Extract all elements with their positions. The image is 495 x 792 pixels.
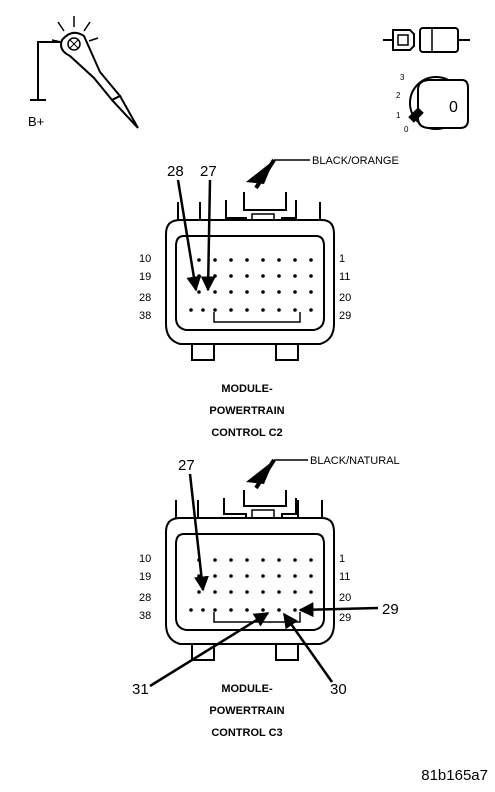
c3-callout-27: 27 xyxy=(178,457,195,474)
c2-row-label-1: 1 xyxy=(339,253,345,265)
c3-row-label-20: 20 xyxy=(339,592,351,604)
test-light-probe-icon xyxy=(30,16,139,129)
c3-row-label-29: 29 xyxy=(339,612,351,624)
c3-title-line-1: MODULE- xyxy=(221,683,273,695)
c2-title-line-3: CONTROL C2 xyxy=(211,427,282,439)
c3-row-label-28: 28 xyxy=(139,592,151,604)
c2-row-label-11: 11 xyxy=(339,271,350,283)
c3-arrow-31 xyxy=(149,611,270,688)
c3-callout-30: 30 xyxy=(330,681,347,698)
connector-c2 xyxy=(165,192,335,361)
c3-callout-31: 31 xyxy=(132,681,149,698)
ignition-key-icon xyxy=(408,76,469,130)
c3-title-line-2: POWERTRAIN xyxy=(209,705,284,717)
c2-title-line-1: MODULE- xyxy=(221,383,273,395)
c3-wire-color-label: BLACK/NATURAL xyxy=(310,455,400,467)
connector-c3 xyxy=(165,490,335,661)
c3-title-line-3: CONTROL C3 xyxy=(211,727,282,739)
c3-callout-29: 29 xyxy=(382,601,399,618)
c2-row-label-29: 29 xyxy=(339,310,351,322)
figure-id-label: 81b165a7 xyxy=(421,767,488,784)
c3-row-label-1: 1 xyxy=(339,553,345,565)
c2-row-label-38: 38 xyxy=(139,310,151,322)
c2-row-label-28: 28 xyxy=(139,292,151,304)
ignition-position-0: 0 xyxy=(404,125,409,134)
c2-wire-color-label: BLACK/ORANGE xyxy=(312,155,399,167)
ignition-position-1: 1 xyxy=(396,111,401,120)
c2-callout-28: 28 xyxy=(167,163,184,180)
battery-positive-label: B+ xyxy=(28,114,44,129)
c2-callout-27: 27 xyxy=(200,163,217,180)
c2-arrow-28 xyxy=(176,179,202,292)
c2-row-label-20: 20 xyxy=(339,292,351,304)
c3-row-label-10: 10 xyxy=(139,553,151,565)
ignition-position-3: 3 xyxy=(400,73,405,82)
c3-arrow-27 xyxy=(188,473,209,592)
ignition-key-position-label: 0 xyxy=(449,99,458,116)
c3-arrow-29 xyxy=(298,602,379,618)
c3-arrow-30 xyxy=(282,612,334,683)
c2-title-line-2: POWERTRAIN xyxy=(209,405,284,417)
c2-row-label-10: 10 xyxy=(139,253,151,265)
ignition-position-2: 2 xyxy=(396,91,401,100)
disconnected-connector-icon xyxy=(383,27,470,53)
c2-arrow-27 xyxy=(200,179,216,292)
c3-row-label-19: 19 xyxy=(139,571,151,583)
c2-row-label-19: 19 xyxy=(139,271,151,283)
c3-row-label-11: 11 xyxy=(339,571,350,583)
c3-row-label-38: 38 xyxy=(139,610,151,622)
